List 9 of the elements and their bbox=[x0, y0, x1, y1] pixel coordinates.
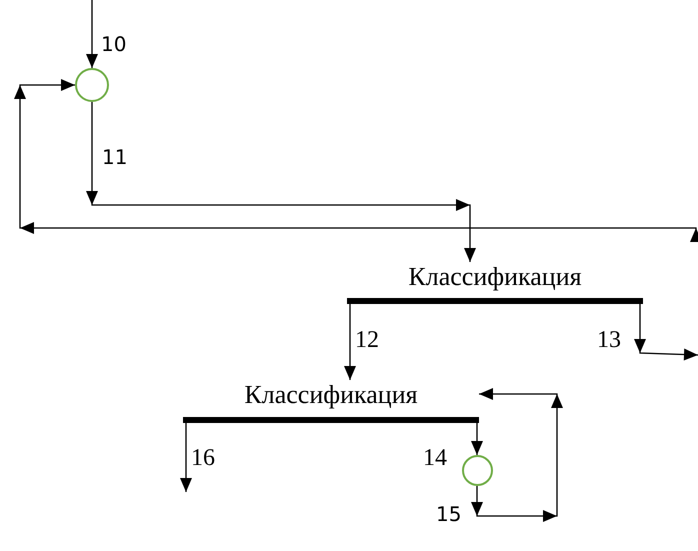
stream-number: 13 bbox=[597, 328, 621, 352]
stream-number: 16 bbox=[191, 446, 215, 470]
stream-number: 14 bbox=[423, 446, 447, 470]
process-name: Классификация bbox=[244, 380, 418, 410]
stream-number: 11 bbox=[102, 147, 128, 167]
stream-number: 15 bbox=[436, 504, 462, 524]
process-name: Классификация bbox=[408, 262, 582, 292]
stream-number: 12 bbox=[355, 328, 379, 352]
stream-number: 10 bbox=[101, 34, 126, 54]
